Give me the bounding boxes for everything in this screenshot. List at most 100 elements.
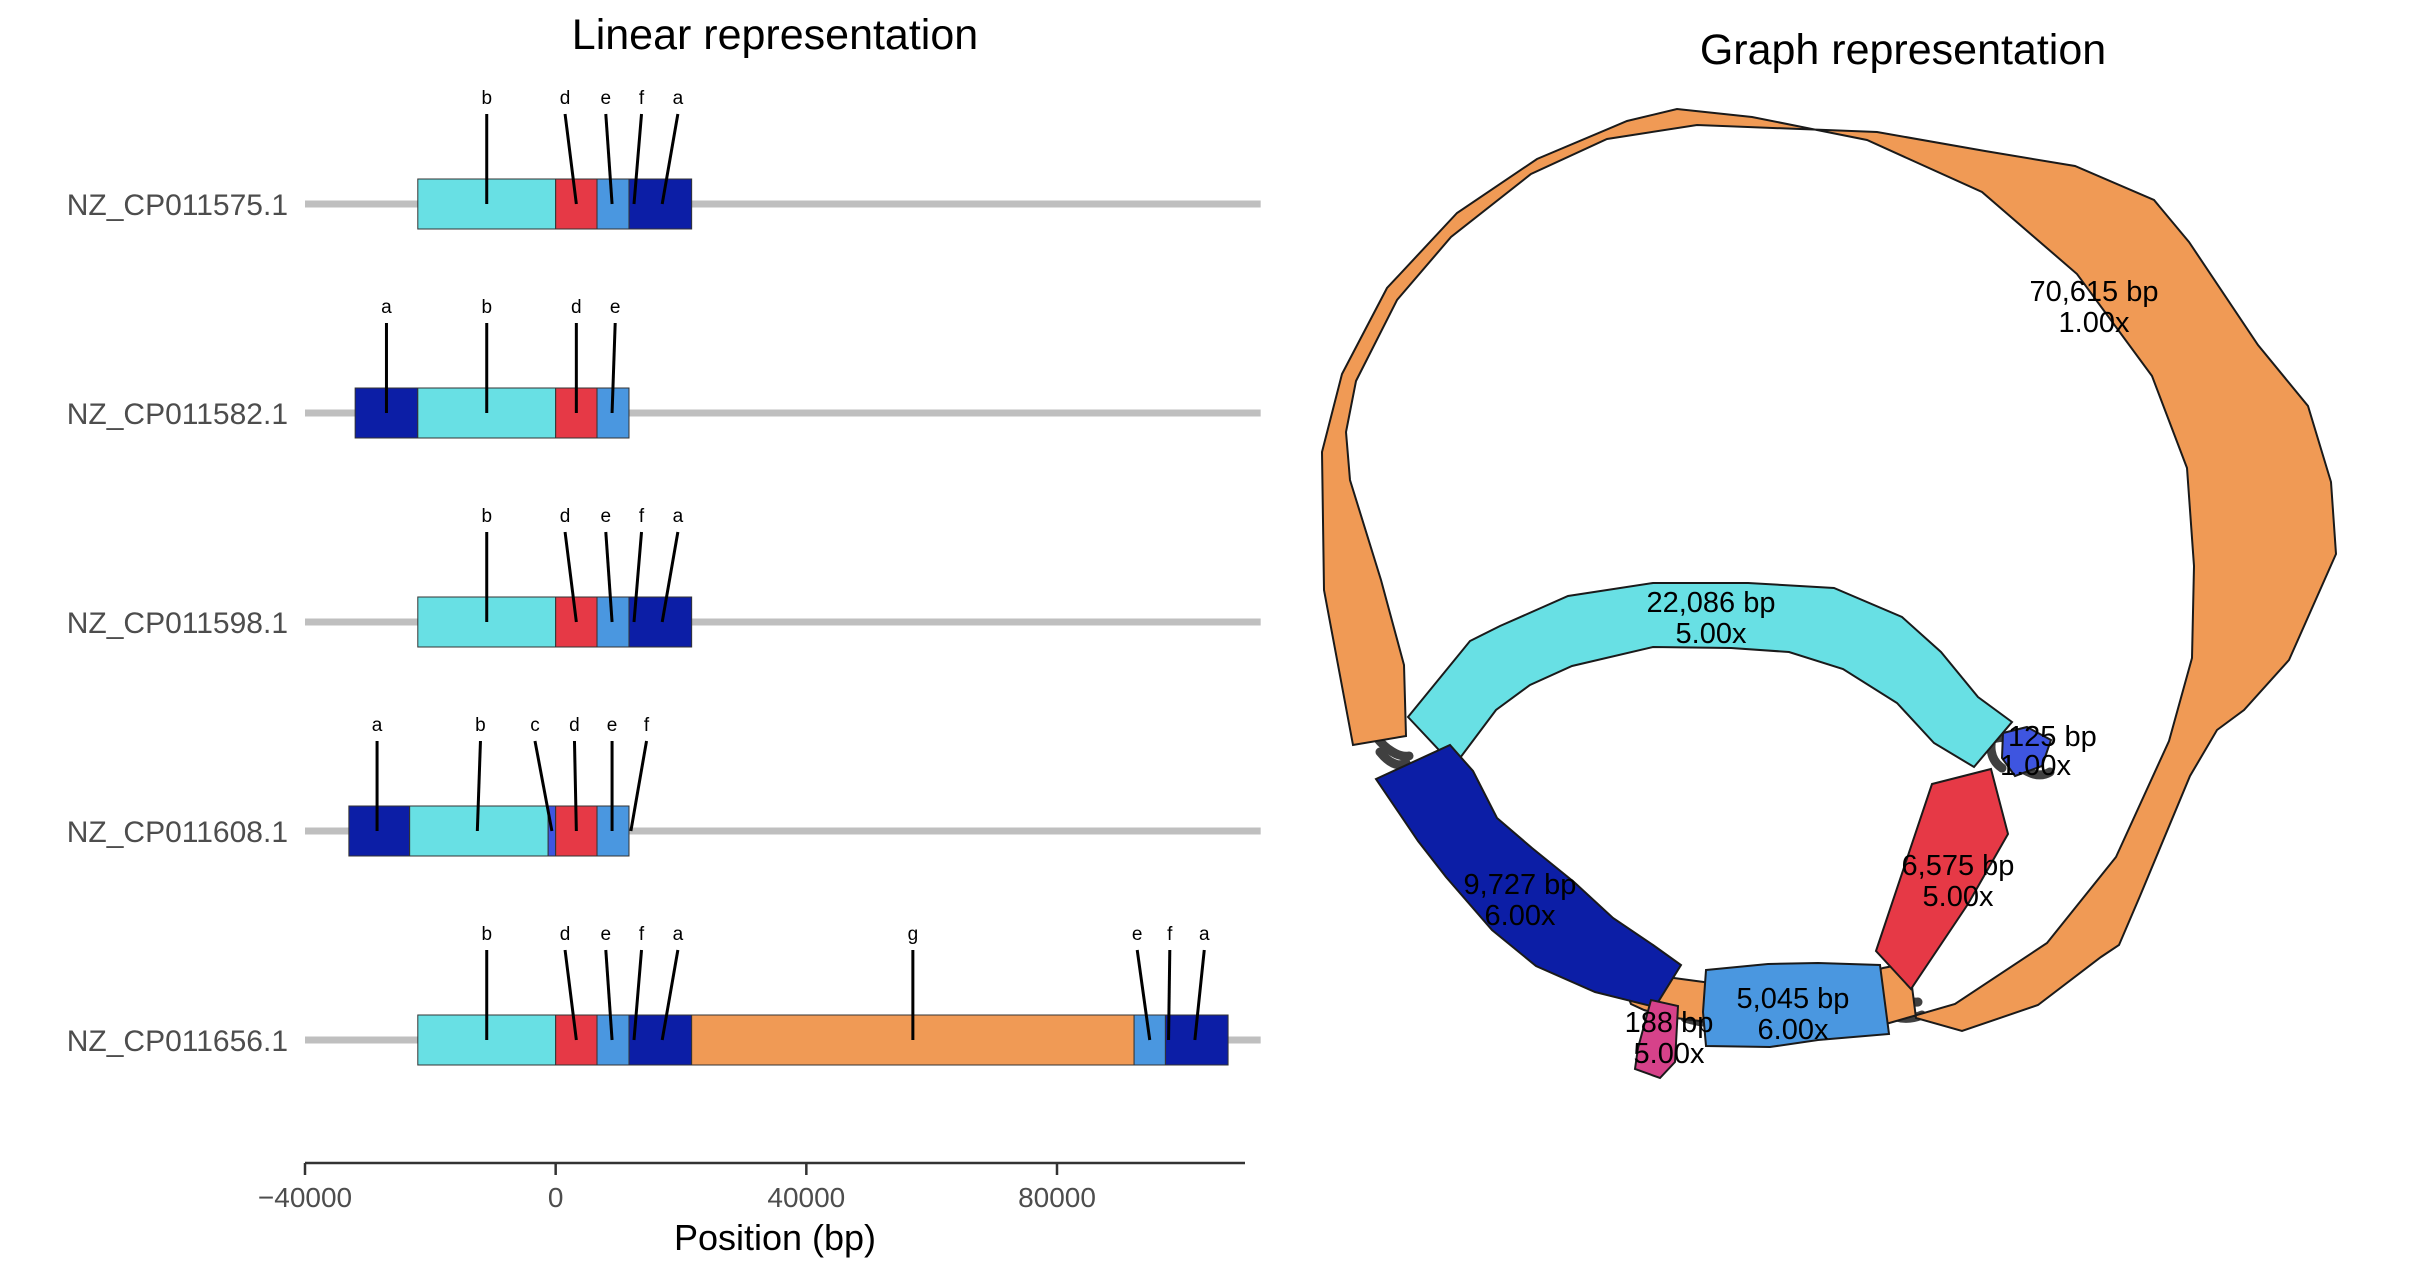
graph-node-length-label: 70,615 bp [2029,276,2158,308]
gene-label: e [601,88,612,109]
gene-label: f [639,924,645,945]
graph-node-red [1874,767,2010,991]
gene-pointer [604,531,614,623]
track: NZ_CP011608.1 a b c d e f [67,715,1261,857]
graph-node-length-label: 125 bp [2008,721,2097,753]
graph-node-length-label: 9,727 bp [1464,869,1577,901]
gene-label: b [481,297,492,318]
gene-pointer [563,113,578,205]
gene-label: a [1199,924,1210,945]
graph-node-label-cyan: 22,086 bp 5.00x [1646,587,1775,650]
graph-node-label-pink: 188 bp 5.00x [1625,1007,1714,1070]
graph-panel-title: Graph representation [1700,26,2106,74]
track-label: NZ_CP011582.1 [67,398,288,431]
graph-node-navy [1374,743,1683,1009]
track-label: NZ_CP011656.1 [67,1025,288,1058]
x-tick-label: 80000 [1018,1182,1096,1213]
edge-orange-to-navy-2 [1375,747,1411,770]
gene-label: b [481,924,492,945]
gene-label: e [1132,924,1143,945]
gene-pointer [475,740,482,832]
graph-node-depth-label: 6.00x [1485,900,1556,932]
gene-label: a [673,506,684,527]
gene-pointer [632,113,644,205]
x-axis: −40000 0 40000 80000 [258,1161,1245,1213]
graph-node-depth-label: 5.00x [1676,618,1747,650]
x-axis-title: Position (bp) [674,1217,876,1258]
gene-label: a [381,297,392,318]
gene-label: e [601,506,612,527]
gene-label: b [481,506,492,527]
gene-label: d [571,297,582,318]
graph-node-label-red: 6,575 bp 5.00x [1902,850,2015,913]
graph-node-cyan [1406,582,2014,769]
track-block [596,1014,630,1066]
graph-nodes [1320,107,2338,1080]
gene-label: c [530,715,540,736]
gene-label: a [673,88,684,109]
gene-pointer [632,949,644,1041]
track-label: NZ_CP011575.1 [67,189,288,222]
track: NZ_CP011575.1 b d e f a [67,88,1261,230]
track-label: NZ_CP011608.1 [67,816,288,849]
gene-pointer [1135,949,1152,1041]
gene-pointer [1167,949,1172,1041]
gene-label: f [639,506,645,527]
track: NZ_CP011582.1 a b d e [67,297,1261,439]
gene-pointer [660,113,680,205]
gene-label: e [610,297,621,318]
gene-label: d [569,715,580,736]
gene-label: f [1167,924,1173,945]
gene-pointer [632,531,644,623]
graph-node-depth-label: 5.00x [1634,1038,1705,1070]
track-block [628,178,693,230]
track: NZ_CP011598.1 b d e f a [67,506,1261,648]
graph-node-label-small-blue: 125 bp 1.00x [2000,721,2097,782]
graph-node-label-navy: 9,727 bp 6.00x [1464,869,1577,932]
gene-pointer [604,113,614,205]
track-block [628,596,693,648]
graph-node-length-label: 22,086 bp [1646,587,1775,619]
gene-label: a [673,924,684,945]
gene-label: e [607,715,618,736]
graph-node-label-blue: 5,045 bp 6.00x [1737,983,1850,1046]
linear-panel-title: Linear representation [572,11,978,59]
x-tick-label: 0 [548,1182,564,1213]
gene-label: e [601,924,612,945]
gene-label: d [560,924,571,945]
graph-node-depth-label: 6.00x [1758,1014,1829,1046]
track-label: NZ_CP011598.1 [67,607,288,640]
track-block [348,805,411,857]
gene-pointer [572,740,578,832]
gene-pointer [604,949,614,1041]
track-block [628,1014,693,1066]
graph-node-blue [1701,961,1891,1049]
graph-node-length-label: 188 bp [1625,1007,1714,1039]
graph-node-label-orange: 70,615 bp 1.00x [2029,276,2158,339]
graph-node-depth-label: 5.00x [1923,881,1994,913]
gene-label: d [560,506,571,527]
gene-pointer [660,949,680,1041]
x-tick-label: 40000 [767,1182,845,1213]
gene-label: b [481,88,492,109]
gene-label: f [639,88,645,109]
gene-pointer [563,949,578,1041]
graph-panel: Graph representation [1320,26,2338,1080]
gene-label: f [644,715,650,736]
graph-node-depth-label: 1.00x [2000,750,2071,782]
graph-node-pink [1633,998,1680,1080]
graph-node-length-label: 5,045 bp [1737,983,1850,1015]
gene-label: b [475,715,486,736]
gene-pointer [563,531,578,623]
gene-label: a [372,715,383,736]
gene-pointer [1193,949,1206,1041]
graph-node-length-label: 6,575 bp [1902,850,2015,882]
gene-label: d [560,88,571,109]
track-block [596,178,630,230]
x-tick-label: −40000 [258,1182,352,1213]
graph-node-depth-label: 1.00x [2059,307,2130,339]
gene-pointer [610,322,617,414]
gene-pointer [629,740,649,832]
